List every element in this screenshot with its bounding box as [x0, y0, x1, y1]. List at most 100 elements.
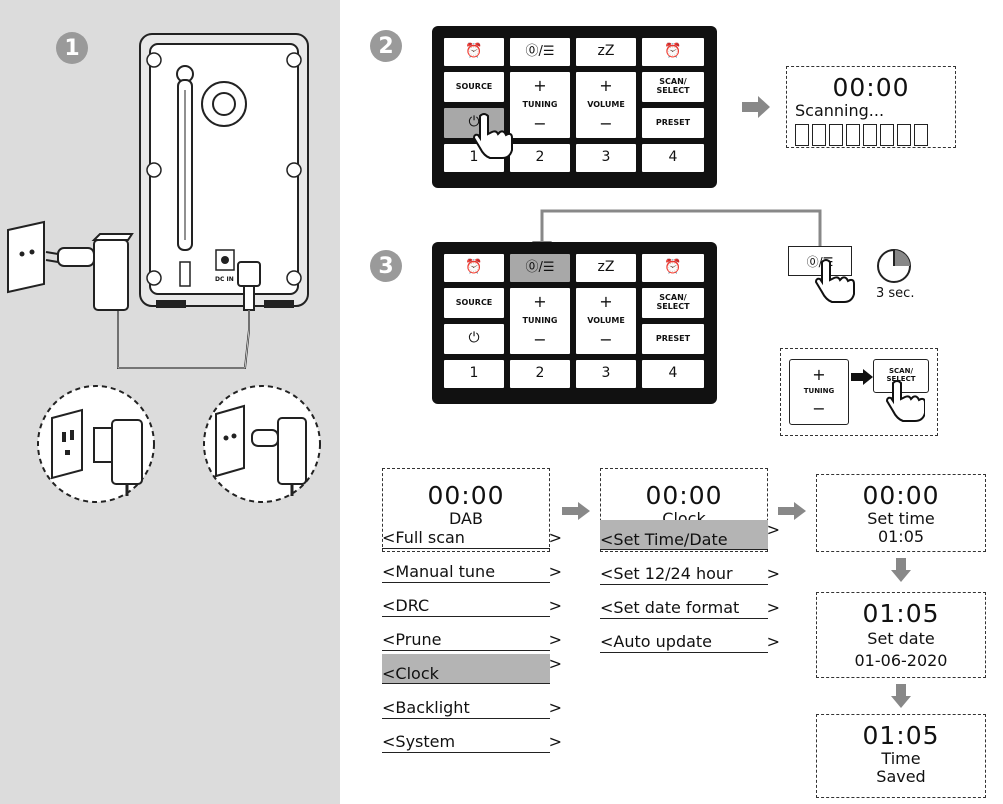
- volume-rocker[interactable]: + VOLUME −: [574, 286, 638, 356]
- menu-item-label: <Auto update: [600, 632, 713, 651]
- dc-plug: [237, 261, 261, 287]
- inset-tuning-label: TUNING: [803, 387, 835, 396]
- scan-progress-blocks: [787, 124, 955, 146]
- hand-pointer-icon: [885, 380, 925, 422]
- alarm1-button[interactable]: ⏰: [442, 252, 506, 284]
- arrow-right-icon: [851, 369, 873, 385]
- volume-plus: +: [599, 75, 613, 95]
- preset-1-button[interactable]: 1: [442, 358, 506, 390]
- saved-line-1: Time: [881, 749, 921, 768]
- alarm2-button[interactable]: ⏰: [640, 36, 706, 68]
- radio-foot-right: [264, 300, 294, 308]
- chevron-right-icon: >: [548, 596, 562, 615]
- scan-block: [863, 124, 877, 146]
- radio-foot-left: [156, 300, 186, 308]
- volume-minus: −: [599, 330, 613, 350]
- preset-2-button[interactable]: 2: [508, 142, 572, 174]
- tuning-rocker[interactable]: + TUNING −: [508, 286, 572, 356]
- menu-item-label: <Manual tune: [382, 562, 496, 581]
- menu-item[interactable]: <Full scan >: [382, 528, 562, 549]
- menu-item-label: <Clock: [382, 664, 439, 683]
- source-button[interactable]: SOURCE: [442, 286, 506, 320]
- tuning-plus: +: [533, 75, 547, 95]
- tuning-plus: +: [533, 291, 547, 311]
- chevron-right-icon: >: [548, 732, 562, 751]
- set-date-value: 01-06-2020: [854, 651, 948, 670]
- set-time-value: 01:05: [877, 527, 925, 546]
- preset-2-button[interactable]: 2: [508, 358, 572, 390]
- tuning-label: TUNING: [522, 315, 558, 325]
- scan-block: [914, 124, 928, 146]
- menu-item[interactable]: <DRC >: [382, 596, 562, 617]
- power-info-button[interactable]: ⓪/☰: [508, 36, 572, 68]
- inset-minus: −: [812, 398, 826, 418]
- preset-4-button[interactable]: 4: [640, 142, 706, 174]
- volume-rocker[interactable]: + VOLUME −: [574, 70, 638, 140]
- hold-info-button: ⓪/☰: [788, 246, 852, 276]
- chevron-right-icon: >: [548, 630, 562, 649]
- dab-time: 00:00: [427, 481, 505, 510]
- tuning-label: TUNING: [522, 99, 558, 109]
- alarm1-button[interactable]: ⏰: [442, 36, 506, 68]
- menu-item[interactable]: <Prune >: [382, 630, 562, 651]
- menu-item-label: <Full scan: [382, 528, 465, 547]
- remote-panel-step2: ⏰ ⓪/☰ zZ ⏰ SOURCE + TUNING − + VOLUME − …: [432, 26, 717, 188]
- menu-item-label: <Set 12/24 hour: [600, 564, 733, 583]
- set-date-label: Set date: [867, 629, 935, 648]
- dab-display: 00:00 DAB: [382, 468, 550, 552]
- preset-3-button[interactable]: 3: [574, 142, 638, 174]
- power-info-button[interactable]: ⓪/☰: [508, 252, 572, 284]
- volume-plus: +: [599, 291, 613, 311]
- preset-button[interactable]: PRESET: [640, 322, 706, 356]
- set-time-clock: 00:00: [862, 481, 940, 510]
- chevron-right-icon: >: [766, 520, 780, 539]
- menu-item-label: <Backlight: [382, 698, 470, 717]
- menu-item[interactable]: <Clock >: [382, 654, 562, 684]
- volume-minus: −: [599, 114, 613, 134]
- inset-plus: +: [812, 365, 826, 385]
- dab-title: DAB: [449, 509, 483, 528]
- menu-item[interactable]: <Set Time/Date>: [600, 520, 780, 550]
- scan-block: [829, 124, 843, 146]
- tuning-minus: −: [533, 330, 547, 350]
- scan-block: [880, 124, 894, 146]
- tuning-rocker[interactable]: + TUNING −: [508, 70, 572, 140]
- hand-pointer-icon: [472, 113, 513, 159]
- arrow-right-icon: [778, 502, 806, 520]
- sleep-button[interactable]: zZ: [574, 252, 638, 284]
- scanning-display: 00:00 Scanning...: [786, 66, 956, 148]
- chevron-right-icon: >: [766, 598, 780, 617]
- menu-item-label: <DRC: [382, 596, 430, 615]
- menu-item[interactable]: <Set date format>: [600, 598, 780, 619]
- menu-item[interactable]: <Manual tune>: [382, 562, 562, 583]
- power-adapter: [93, 239, 129, 311]
- scan-block: [812, 124, 826, 146]
- chevron-right-icon: >: [548, 698, 562, 717]
- menu-item[interactable]: <Set 12/24 hour>: [600, 564, 780, 585]
- power-connection-illustration: [7, 33, 321, 503]
- preset-3-button[interactable]: 3: [574, 358, 638, 390]
- scan-block: [846, 124, 860, 146]
- standby-button[interactable]: ⏻: [442, 322, 506, 356]
- menu-item[interactable]: <Backlight >: [382, 698, 562, 719]
- saved-line-2: Saved: [876, 767, 926, 786]
- set-date-display: 01:05 Set date 01-06-2020: [816, 592, 986, 678]
- menu-item[interactable]: <System>: [382, 732, 562, 753]
- preset-4-button[interactable]: 4: [640, 358, 706, 390]
- chevron-right-icon: >: [548, 654, 562, 673]
- scan-select-button[interactable]: SCAN/ SELECT: [640, 70, 706, 104]
- menu-item[interactable]: <Auto update>: [600, 632, 780, 653]
- step-1-badge: 1: [56, 32, 88, 64]
- clock-time: 00:00: [645, 481, 723, 510]
- saved-clock: 01:05: [862, 721, 940, 750]
- source-button[interactable]: SOURCE: [442, 70, 506, 104]
- preset-button[interactable]: PRESET: [640, 106, 706, 140]
- sleep-button[interactable]: zZ: [574, 36, 638, 68]
- scan-select-button[interactable]: SCAN/ SELECT: [640, 286, 706, 320]
- chevron-right-icon: >: [548, 528, 562, 547]
- step-2-badge: 2: [370, 30, 402, 62]
- hand-pointer-icon: [814, 259, 855, 303]
- alarm2-button[interactable]: ⏰: [640, 252, 706, 284]
- menu-item-label: <Prune: [382, 630, 442, 649]
- volume-label: VOLUME: [587, 315, 625, 325]
